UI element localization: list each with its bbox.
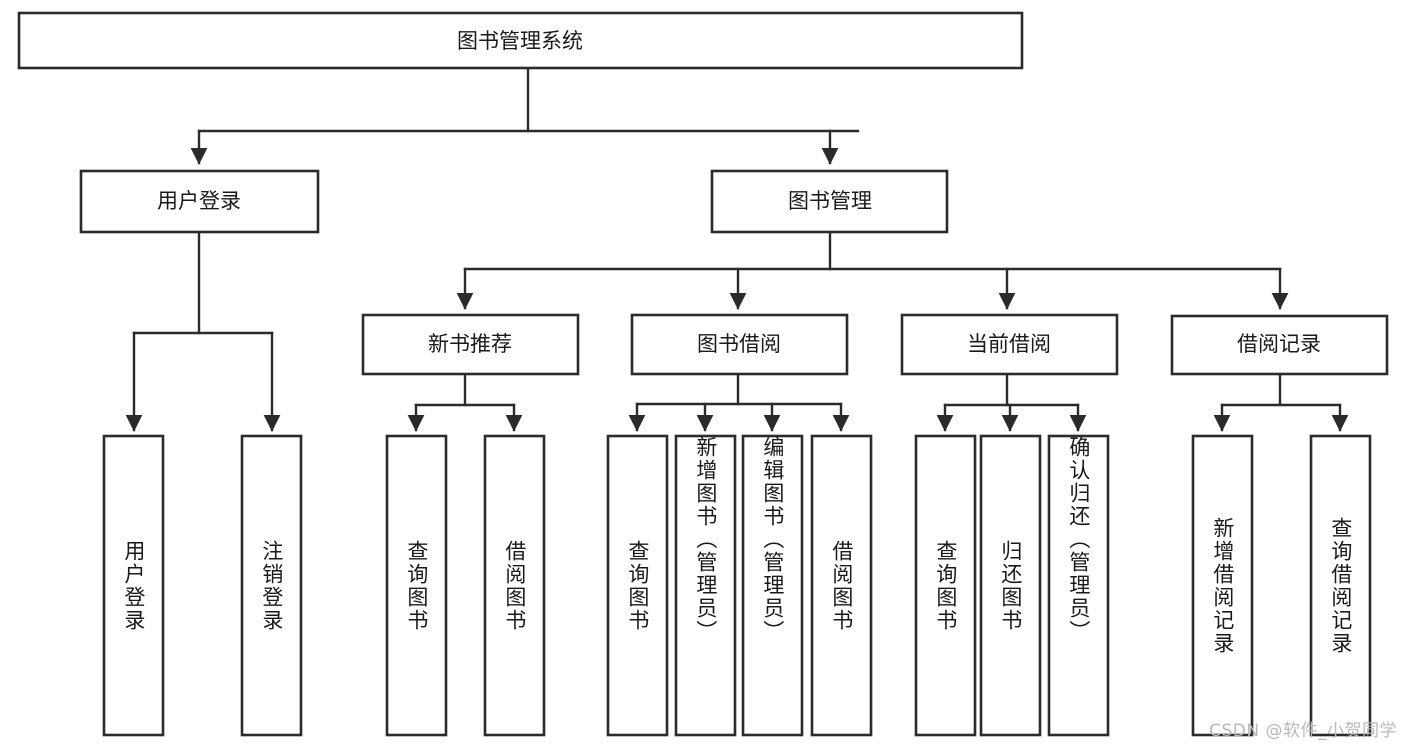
- csdn-watermark: CSDN @软件_小贺同学: [1209, 721, 1397, 741]
- node-book-borrow-label: 图书借阅: [697, 332, 781, 356]
- connector-root-to-level1: [190, 66, 860, 165]
- node-leaf-return-book[interactable]: [979, 434, 1042, 737]
- node-current-borrow-label: 当前借阅: [967, 332, 1051, 356]
- node-leaf-query-book-3[interactable]: [914, 434, 977, 737]
- node-book-borrow[interactable]: 图书借阅: [630, 313, 849, 376]
- node-new-book-recommend-label: 新书推荐: [428, 332, 512, 356]
- node-root-label: 图书管理系统: [457, 29, 583, 53]
- node-book-manage[interactable]: 图书管理: [710, 169, 949, 234]
- node-leaf-user-login[interactable]: [102, 434, 165, 737]
- connector-bookmanage-to-level2: [456, 230, 1289, 310]
- node-leaf-user-logout[interactable]: [240, 434, 303, 737]
- node-borrow-record[interactable]: 借阅记录: [1170, 314, 1389, 376]
- node-leaf-add-record[interactable]: [1191, 434, 1254, 737]
- node-current-borrow[interactable]: 当前借阅: [900, 313, 1119, 376]
- connector-borrowrecord-to-leaves: [1213, 371, 1349, 432]
- node-book-manage-label: 图书管理: [788, 189, 872, 213]
- connector-userlogin-to-leaves: [125, 230, 281, 432]
- node-leaf-borrow-book-1[interactable]: [483, 434, 546, 737]
- node-borrow-record-label: 借阅记录: [1237, 332, 1321, 356]
- node-leaf-edit-book[interactable]: [741, 434, 804, 737]
- connector-bookborrow-to-leaves: [628, 372, 850, 432]
- node-leaf-query-book-1[interactable]: [385, 434, 448, 737]
- node-user-login[interactable]: 用户登录: [79, 169, 320, 234]
- node-user-login-label: 用户登录: [157, 189, 241, 213]
- connector-currentborrow-to-leaves: [936, 372, 1087, 432]
- node-leaf-query-book-2[interactable]: [606, 434, 669, 737]
- node-root[interactable]: 图书管理系统: [17, 11, 1024, 70]
- node-leaf-confirm-return[interactable]: [1047, 434, 1110, 737]
- node-leaf-add-book[interactable]: [674, 434, 737, 737]
- node-leaf-query-record[interactable]: [1309, 434, 1372, 737]
- node-leaf-borrow-book-2[interactable]: [810, 434, 873, 737]
- node-new-book-recommend[interactable]: 新书推荐: [361, 313, 580, 376]
- connector-newbook-to-leaves: [407, 372, 523, 432]
